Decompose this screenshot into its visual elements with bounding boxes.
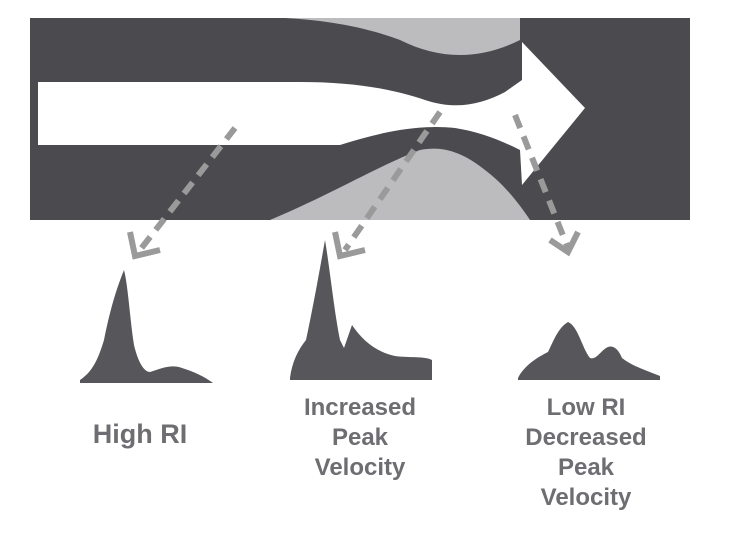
label-high-ri: High RI — [60, 418, 220, 450]
label-right-line-3: Peak — [557, 454, 615, 481]
label-right-line-4: Velocity — [540, 484, 632, 511]
waveform-increased-peak — [290, 240, 432, 380]
flow-arrow — [38, 42, 585, 185]
plaque-bottom — [270, 148, 530, 220]
waveform-high-ri — [80, 270, 213, 383]
label-mid-line-1: Increased — [303, 394, 417, 421]
label-low-ri-decreased-peak-velocity: Low RI Decreased Peak Velocity — [496, 393, 676, 513]
label-right-line-2: Decreased — [525, 424, 647, 451]
waveform-low-ri — [518, 322, 660, 380]
label-high-ri-line-1: High RI — [92, 419, 188, 449]
dashed-arrow-middle — [332, 110, 443, 260]
plaque-top — [285, 18, 520, 55]
label-increased-peak-velocity: Increased Peak Velocity — [270, 393, 450, 483]
label-right-line-1: Low RI — [546, 394, 626, 421]
label-mid-line-3: Velocity — [314, 454, 406, 481]
label-mid-line-2: Peak — [331, 424, 389, 451]
dashed-arrow-left — [127, 126, 238, 260]
dashed-arrow-right — [512, 113, 581, 257]
